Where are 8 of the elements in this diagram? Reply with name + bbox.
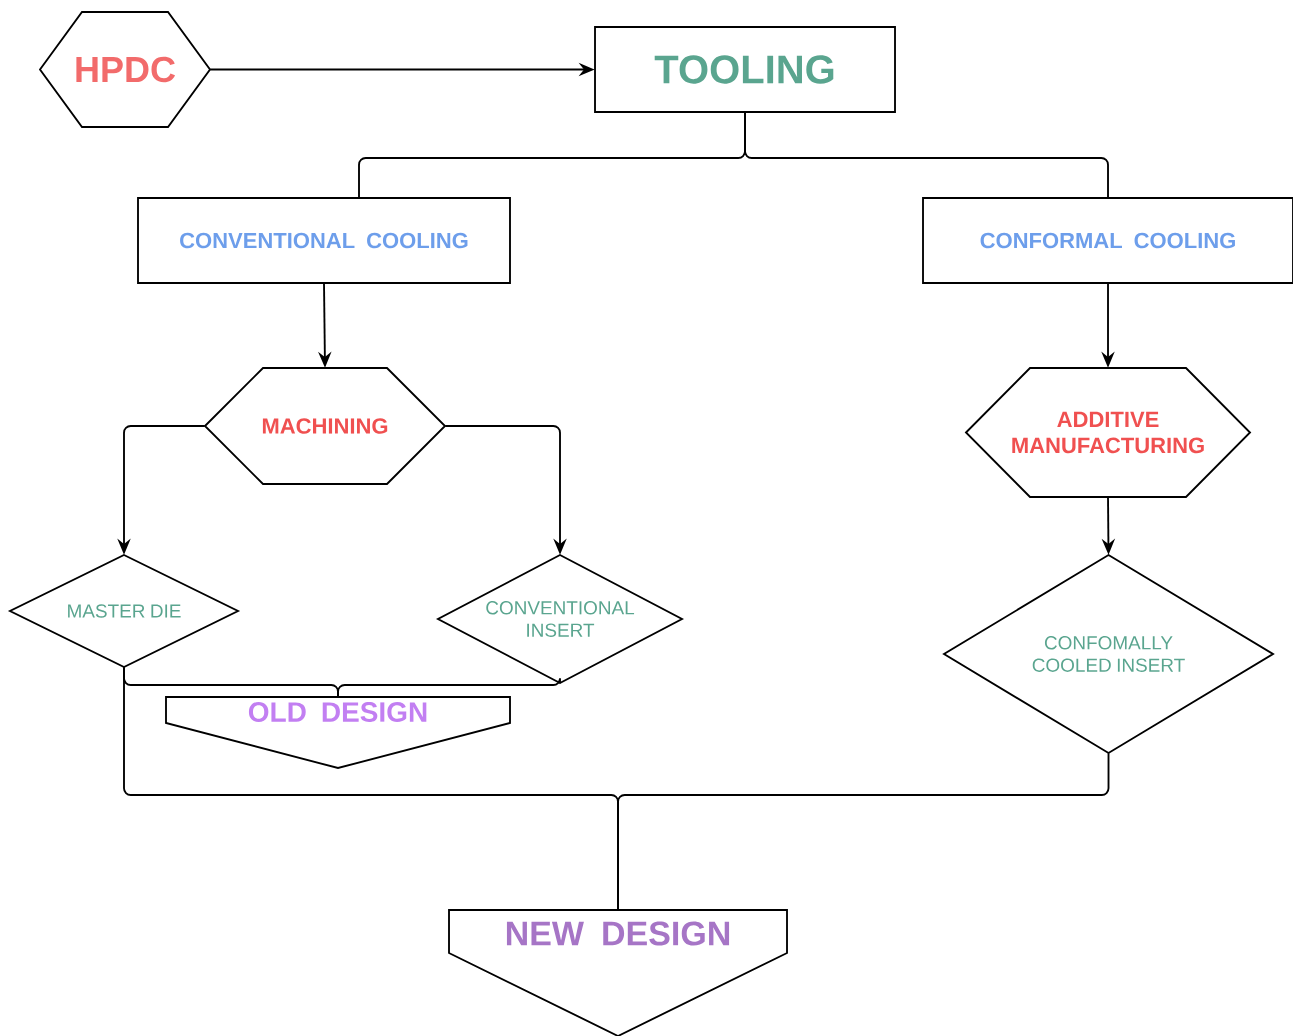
off-page-connector: NEW DESIGN — [448, 909, 788, 1036]
connector-line — [744, 111, 1109, 199]
off-page-connector: OLD DESIGN — [165, 696, 511, 769]
connector-line — [617, 752, 1110, 911]
process-box: TOOLING — [594, 26, 896, 113]
process-box: CONFORMAL COOLING — [922, 197, 1293, 284]
connector-line — [337, 677, 561, 698]
process-box: CONVENTIONAL COOLING — [137, 197, 511, 284]
